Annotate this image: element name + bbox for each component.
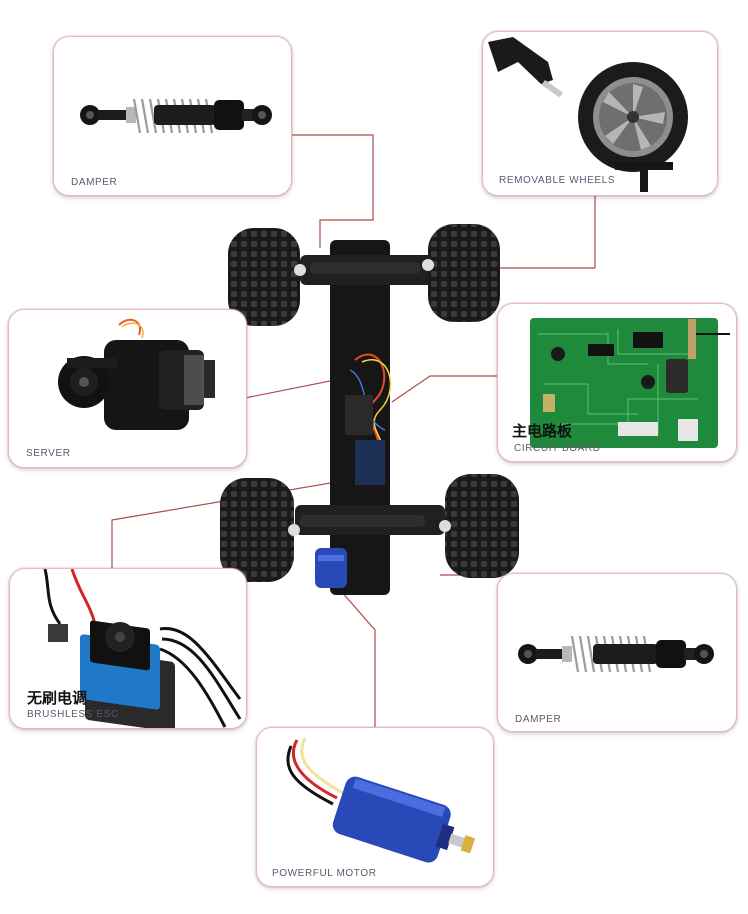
panel-server: SERVER <box>8 309 247 468</box>
brushless-esc-image <box>43 569 242 728</box>
damper-top-image <box>80 98 272 134</box>
damper-top-label: DAMPER <box>71 177 118 188</box>
panel-removable-wheels: REMOVABLE WHEELS <box>482 31 718 196</box>
circuit-board-image <box>530 318 730 448</box>
removable-wheels-label: REMOVABLE WHEELS <box>499 175 616 186</box>
powerful-motor-label: POWERFUL MOTOR <box>272 868 377 879</box>
server-image <box>58 318 215 430</box>
panel-circuit-board: 主电路板 CIRCUIT BOARD <box>497 303 737 462</box>
circuit-board-label: CIRCUIT BOARD <box>514 443 601 454</box>
panel-powerful-motor: POWERFUL MOTOR <box>256 727 494 887</box>
leader-wheels <box>497 195 596 269</box>
leader-motor <box>339 589 376 727</box>
removable-wheels-image <box>488 37 688 192</box>
leader-damper-top <box>290 134 374 248</box>
panel-damper-bottom: DAMPER <box>497 573 737 732</box>
leader-circuit-board <box>391 375 497 403</box>
circuit-board-cn-label: 主电路板 <box>512 422 573 440</box>
panel-brushless-esc: 无刷电调 BRUSHLESS ESC <box>9 568 247 729</box>
damper-bottom-image <box>518 635 714 673</box>
brushless-esc-cn-label: 无刷电调 <box>27 689 88 707</box>
damper-bottom-label: DAMPER <box>515 714 562 725</box>
server-label: SERVER <box>26 448 71 459</box>
powerful-motor-image <box>286 737 476 863</box>
brushless-esc-label: BRUSHLESS ESC <box>27 709 119 720</box>
panel-damper-top: DAMPER <box>53 36 292 196</box>
